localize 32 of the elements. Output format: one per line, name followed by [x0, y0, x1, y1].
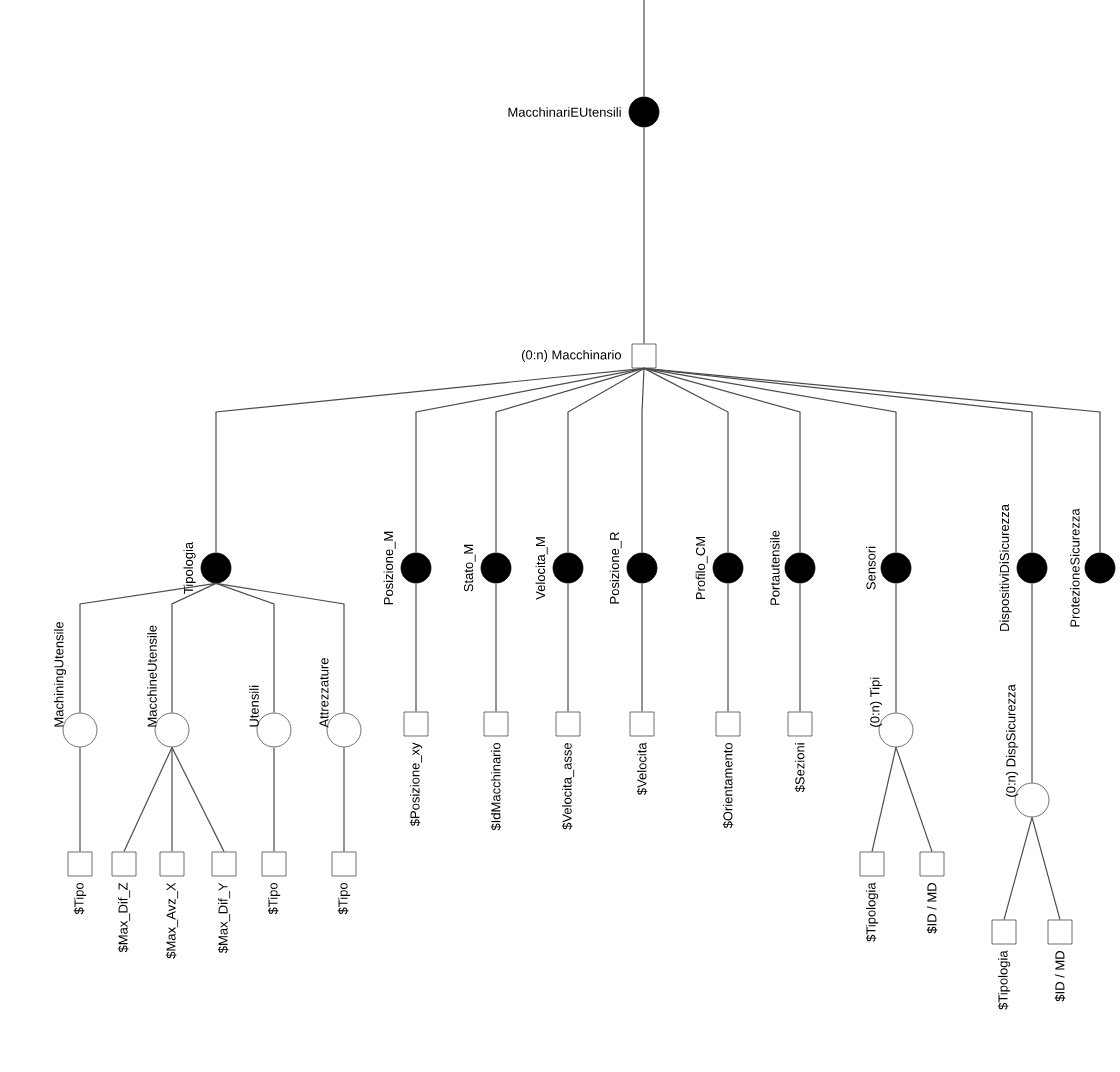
- connector-line: [495, 367, 645, 554]
- connector-line: [643, 367, 729, 554]
- connector-line: [415, 367, 645, 554]
- connector-line: [643, 126, 645, 345]
- connector-line: [567, 582, 569, 713]
- connector-line: [171, 746, 173, 853]
- connector-line: [273, 746, 275, 853]
- connector-line: [79, 746, 81, 853]
- connector-line: [799, 582, 801, 713]
- connector-line: [215, 582, 275, 714]
- connector-line: [171, 582, 217, 714]
- connector-line: [567, 367, 645, 554]
- connector-line: [1003, 816, 1033, 921]
- connector-line: [415, 582, 417, 713]
- connector-line: [643, 0, 645, 98]
- connector-line: [895, 582, 897, 714]
- connector-line: [1031, 582, 1033, 784]
- connector-line: [215, 582, 345, 714]
- connector-line: [895, 746, 933, 853]
- connector-line: [495, 582, 497, 713]
- connector-line: [123, 746, 173, 853]
- connector-line: [871, 746, 897, 853]
- connector-line: [643, 367, 801, 554]
- connector-line: [215, 367, 645, 554]
- connector-line: [343, 746, 345, 853]
- connector-line: [643, 367, 897, 554]
- connector-line: [1031, 816, 1061, 921]
- connector-line: [171, 746, 225, 853]
- connector-line: [727, 582, 729, 713]
- connector-line: [641, 367, 645, 554]
- connector-line: [641, 582, 643, 713]
- connector-line: [79, 582, 217, 714]
